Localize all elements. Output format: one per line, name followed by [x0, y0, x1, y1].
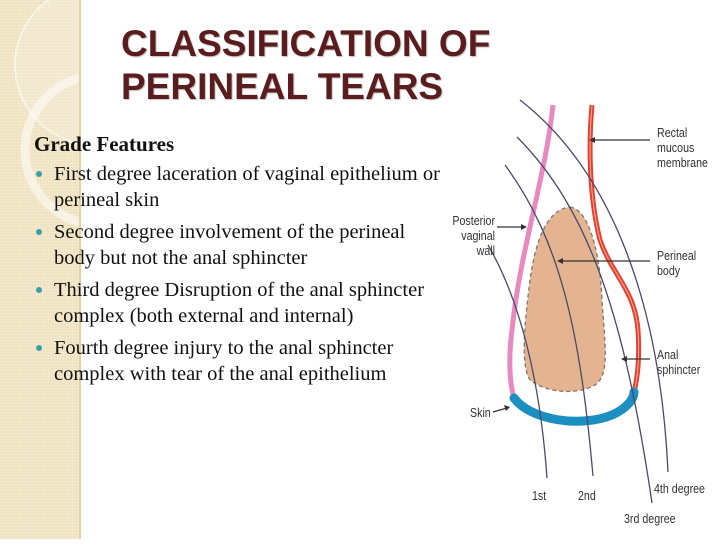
- label-3rd-degree: 3rd degree: [624, 511, 676, 526]
- anatomy-illustration: [487, 99, 669, 504]
- label-1st-degree: 1st: [532, 488, 547, 503]
- bullet-icon: [36, 229, 42, 235]
- label-4th-degree: 4th degree: [654, 481, 705, 496]
- list-item: Second degree involvement of the perinea…: [34, 219, 444, 271]
- bullet-icon: [36, 287, 42, 293]
- label-2nd-degree: 2nd: [578, 488, 596, 503]
- label-skin: Skin: [470, 405, 491, 420]
- decorative-circles-icon: [14, 0, 79, 227]
- list-item: First degree laceration of vaginal epith…: [34, 161, 444, 213]
- slide-title: CLASSIFICATION OF PERINEAL TEARS: [121, 22, 490, 108]
- title-line-2: PERINEAL TEARS: [121, 66, 444, 107]
- grade-features-list: Grade Features First degree laceration o…: [34, 131, 444, 393]
- list-item: Fourth degree injury to the anal sphinct…: [34, 335, 444, 387]
- list-item: Third degree Disruption of the anal sphi…: [34, 277, 444, 329]
- list-header: Grade Features: [34, 132, 175, 156]
- bullet-icon: [36, 171, 42, 177]
- decorative-side-panel: [0, 0, 81, 539]
- title-line-1: CLASSIFICATION OF: [121, 23, 491, 64]
- bullet-icon: [36, 345, 42, 351]
